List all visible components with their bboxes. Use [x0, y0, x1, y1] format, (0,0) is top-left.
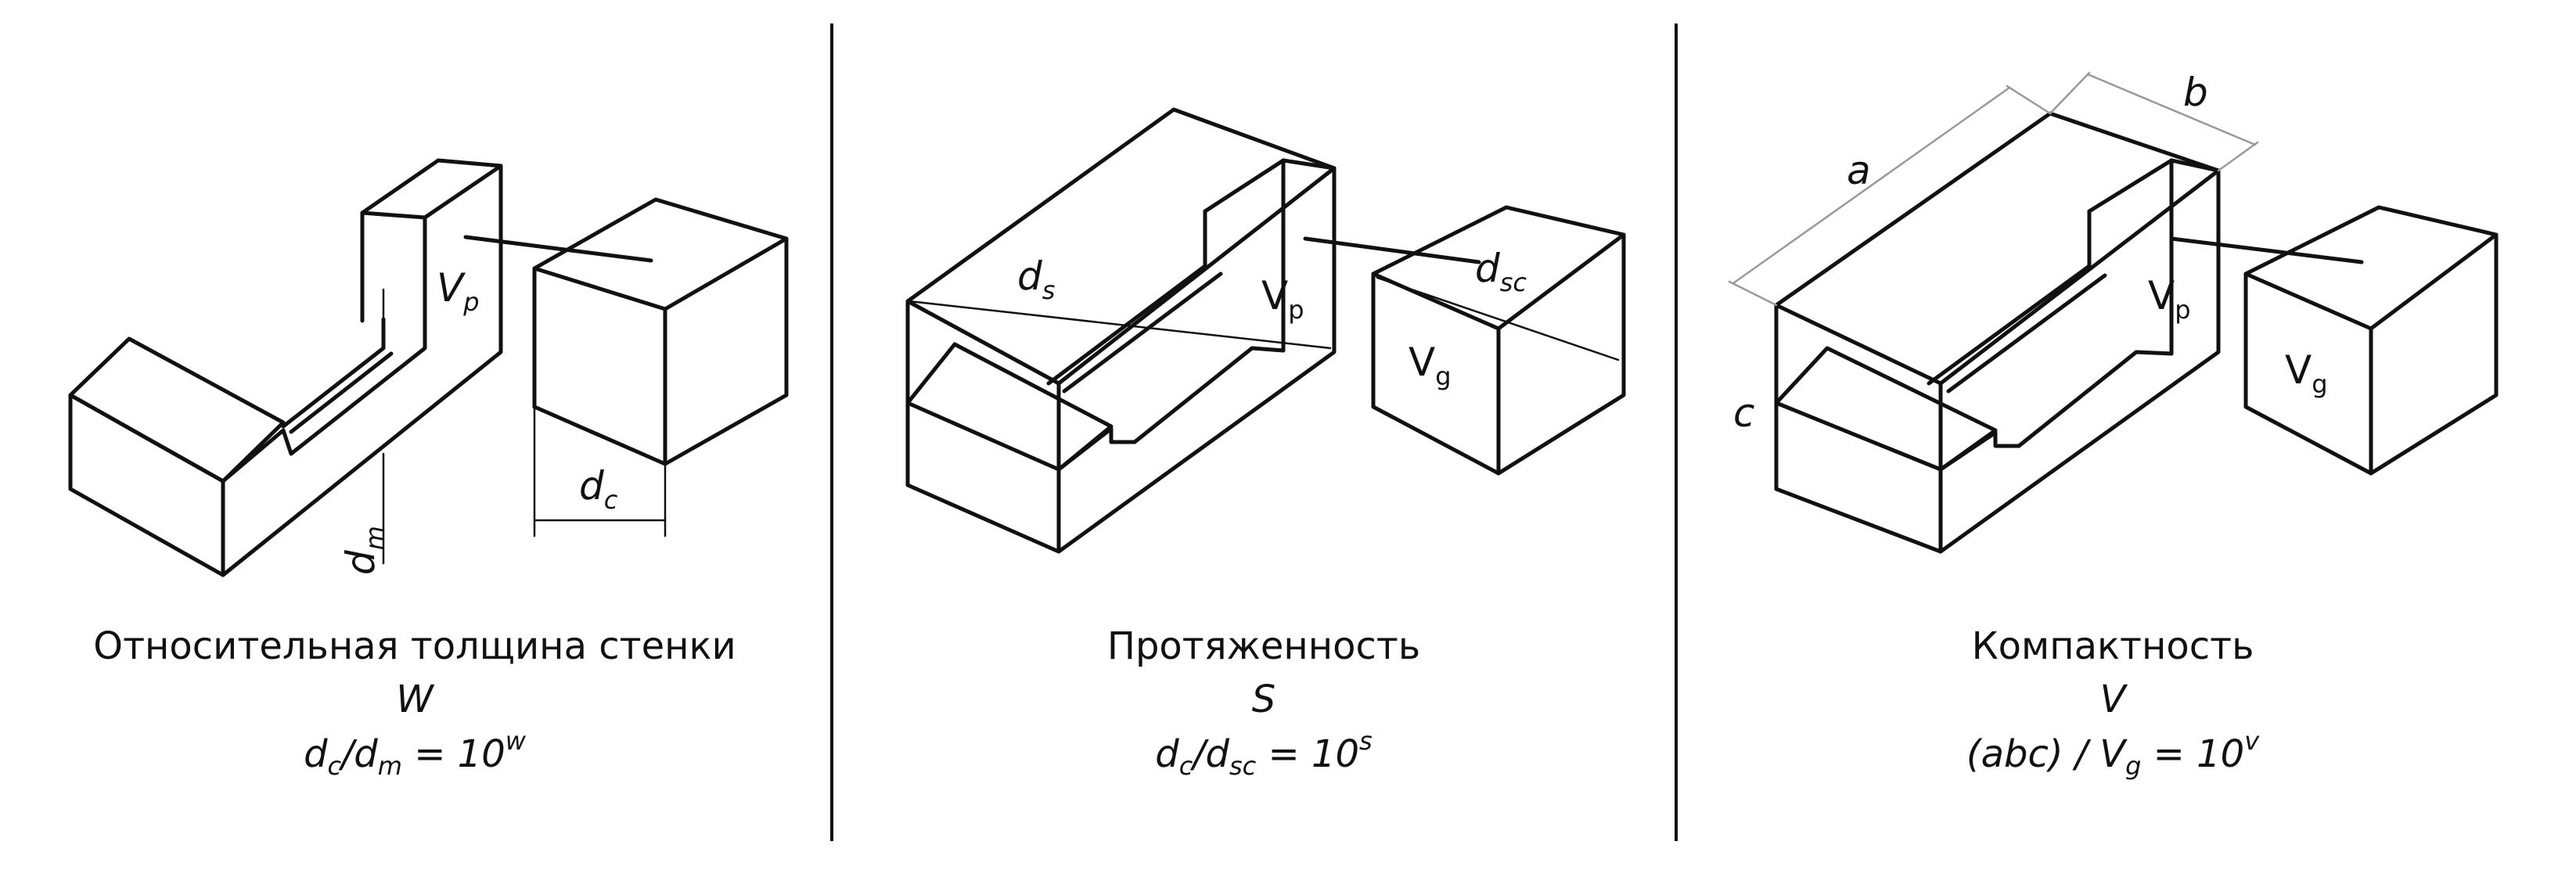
b-dimension — [2049, 71, 2259, 172]
panel-compactness — [1728, 71, 2499, 554]
panel-title: Относительная толщина стенки — [93, 624, 736, 668]
panel-symbol: S — [1252, 678, 1275, 721]
panel-formula: (abc) / Vg = 10v — [1966, 726, 2260, 781]
c-label: c — [1733, 390, 1755, 436]
panel-wall-thickness — [68, 158, 789, 577]
vg-label: Vg — [2285, 347, 2328, 399]
channel-part — [1774, 158, 2221, 472]
channel-part — [905, 158, 1337, 472]
leader-line — [463, 235, 653, 263]
leader-line — [2169, 236, 2364, 264]
b-label: b — [2183, 70, 2208, 115]
panel-symbol: W — [396, 678, 434, 721]
panel-symbol: V — [2100, 678, 2128, 721]
dc-label: dc — [579, 463, 618, 515]
vp-label: Vp — [1261, 273, 1304, 325]
dm-label: dm — [338, 526, 390, 575]
vp-label: Vp — [437, 265, 480, 317]
dsc-label: dsc — [1475, 246, 1527, 297]
leader-line — [1303, 236, 1481, 264]
cube-probe — [2243, 205, 2499, 476]
ds-label: ds — [1017, 253, 1055, 305]
vg-label: Vg — [1409, 340, 1452, 391]
a-dimension — [1728, 84, 2052, 307]
cube-probe — [1371, 205, 1626, 476]
a-label: a — [1847, 148, 1871, 193]
dsc-dimension — [1376, 276, 1620, 361]
cube-probe — [532, 197, 789, 466]
panel-extension — [905, 107, 1626, 554]
panel-formula: dc/dm = 10w — [304, 726, 527, 781]
panel-title: Протяженность — [1107, 624, 1420, 668]
vp-label: Vp — [2148, 273, 2191, 325]
dc-dimension — [533, 405, 667, 537]
panel-formula: dc/dsc = 10s — [1155, 726, 1372, 781]
ds-dimension — [908, 300, 1332, 350]
panel-title: Компактность — [1972, 624, 2254, 668]
l-shaped-part — [68, 158, 503, 577]
